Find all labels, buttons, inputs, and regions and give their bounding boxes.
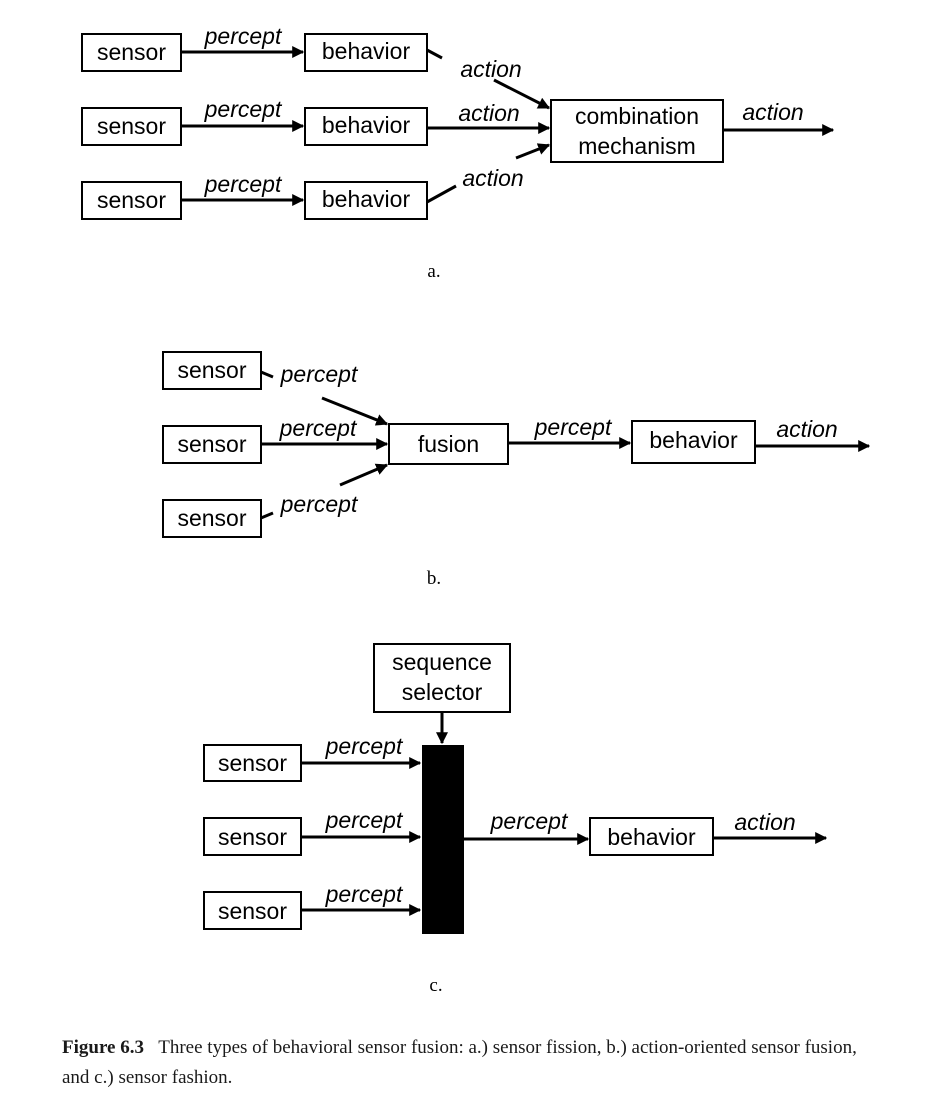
figure-diagram: sensor sensor sensor behavior behavior b… xyxy=(81,23,871,996)
panel-b xyxy=(162,351,756,538)
panel-c-selector-line-2: selector xyxy=(402,679,483,705)
panel-a-action-arrow-3-end xyxy=(515,143,551,160)
panel-a-percept-label-3: percept xyxy=(204,171,283,197)
panel-c-selector-switch-bar xyxy=(422,745,464,934)
panel-a-action-arrow-3-start xyxy=(426,184,457,204)
panel-a-sensor-label-3: sensor xyxy=(97,187,166,213)
panel-c-sensor-label-1: sensor xyxy=(218,750,287,776)
panel-a-sensor-box-1 xyxy=(81,33,182,72)
figure-caption: Figure 6.3 Three types of behavioral sen… xyxy=(62,1033,884,1093)
panel-c-behavior-box xyxy=(589,817,714,856)
panel-a-sensor-box-2 xyxy=(81,107,182,146)
figure-number: Figure 6.3 xyxy=(62,1037,144,1058)
panel-a-action-arrow-1-end xyxy=(493,78,551,110)
panel-b-percept-arrow-1-end xyxy=(321,396,389,426)
panel-c-behavior-label: behavior xyxy=(607,824,696,850)
panel-a-behavior-box-1 xyxy=(304,33,428,72)
panel-a-arrows xyxy=(181,46,835,206)
panel-a-output-label: action xyxy=(742,99,803,125)
panel-b-fused-label: percept xyxy=(534,414,613,440)
panel-c-percept-label-2: percept xyxy=(325,807,404,833)
panel-b-percept-label-3: percept xyxy=(280,491,359,517)
panel-b-percept-label-1: percept xyxy=(280,361,359,387)
panel-a-combiner-box xyxy=(550,99,724,163)
panel-c-arrows xyxy=(301,712,828,916)
panel-c-percept-label-1: percept xyxy=(325,733,404,759)
panel-a-action-label-3: action xyxy=(462,165,523,191)
panel-a-behavior-label-2: behavior xyxy=(322,112,411,138)
panel-b-arrows xyxy=(260,370,871,520)
figure-caption-text: Three types of behavioral sensor fusion:… xyxy=(62,1037,857,1088)
panel-a-behavior-label-3: behavior xyxy=(322,186,411,212)
panel-a-percept-label-1: percept xyxy=(204,23,283,49)
panel-a-action-label-1: action xyxy=(460,56,521,82)
panel-a-caption-letter: a. xyxy=(427,261,440,282)
panel-b-behavior-label: behavior xyxy=(649,427,738,453)
panel-b-sensor-box-1 xyxy=(162,351,262,390)
panel-a-percept-label-2: percept xyxy=(204,96,283,122)
panel-b-fusion-label: fusion xyxy=(418,431,479,457)
panel-a-sensor-label-1: sensor xyxy=(97,39,166,65)
panel-a-combiner-line-1: combination xyxy=(575,103,699,129)
panel-a-sensor-label-2: sensor xyxy=(97,113,166,139)
panel-b-fusion-box xyxy=(388,423,509,465)
panel-a-behavior-box-2 xyxy=(304,107,428,146)
panel-c-selector-box xyxy=(373,643,511,713)
panel-c-selected-label: percept xyxy=(490,808,569,834)
panel-b-sensor-box-2 xyxy=(162,425,262,464)
panel-b-percept-arrow-3-start xyxy=(260,511,274,520)
panel-a-sensor-box-3 xyxy=(81,181,182,220)
panel-c-selector-line-1: sequence xyxy=(392,649,492,675)
panel-b-caption-letter: b. xyxy=(427,568,441,589)
panel-c xyxy=(203,643,714,930)
panel-b-text: sensor sensor sensor percept percept per… xyxy=(177,357,837,589)
panel-b-percept-arrow-1-start xyxy=(260,370,274,379)
panel-a-action-label-2: action xyxy=(458,100,519,126)
panel-b-sensor-label-3: sensor xyxy=(177,505,246,531)
panel-b-percept-label-2: percept xyxy=(279,415,358,441)
panel-c-caption-letter: c. xyxy=(429,975,442,996)
panel-b-output-label: action xyxy=(776,416,837,442)
panel-b-sensor-label-1: sensor xyxy=(177,357,246,383)
panel-b-sensor-box-3 xyxy=(162,499,262,538)
panel-a-combiner-line-2: mechanism xyxy=(578,133,696,159)
panel-c-sensor-label-2: sensor xyxy=(218,824,287,850)
panel-c-output-label: action xyxy=(734,809,795,835)
panel-a xyxy=(81,33,724,220)
panel-b-behavior-box xyxy=(631,420,756,464)
panel-c-percept-label-3: percept xyxy=(325,881,404,907)
panel-c-sensor-box-3 xyxy=(203,891,302,930)
panel-c-text: sequence selector sensor sensor sensor p… xyxy=(218,649,796,996)
panel-a-text: sensor sensor sensor behavior behavior b… xyxy=(97,23,804,282)
panel-c-sensor-label-3: sensor xyxy=(218,898,287,924)
panel-a-behavior-label-1: behavior xyxy=(322,38,411,64)
panel-b-sensor-label-2: sensor xyxy=(177,431,246,457)
panel-a-behavior-box-3 xyxy=(304,181,428,220)
panel-b-percept-arrow-3-end xyxy=(339,463,389,487)
panel-a-action-arrow-1-start xyxy=(426,48,443,60)
